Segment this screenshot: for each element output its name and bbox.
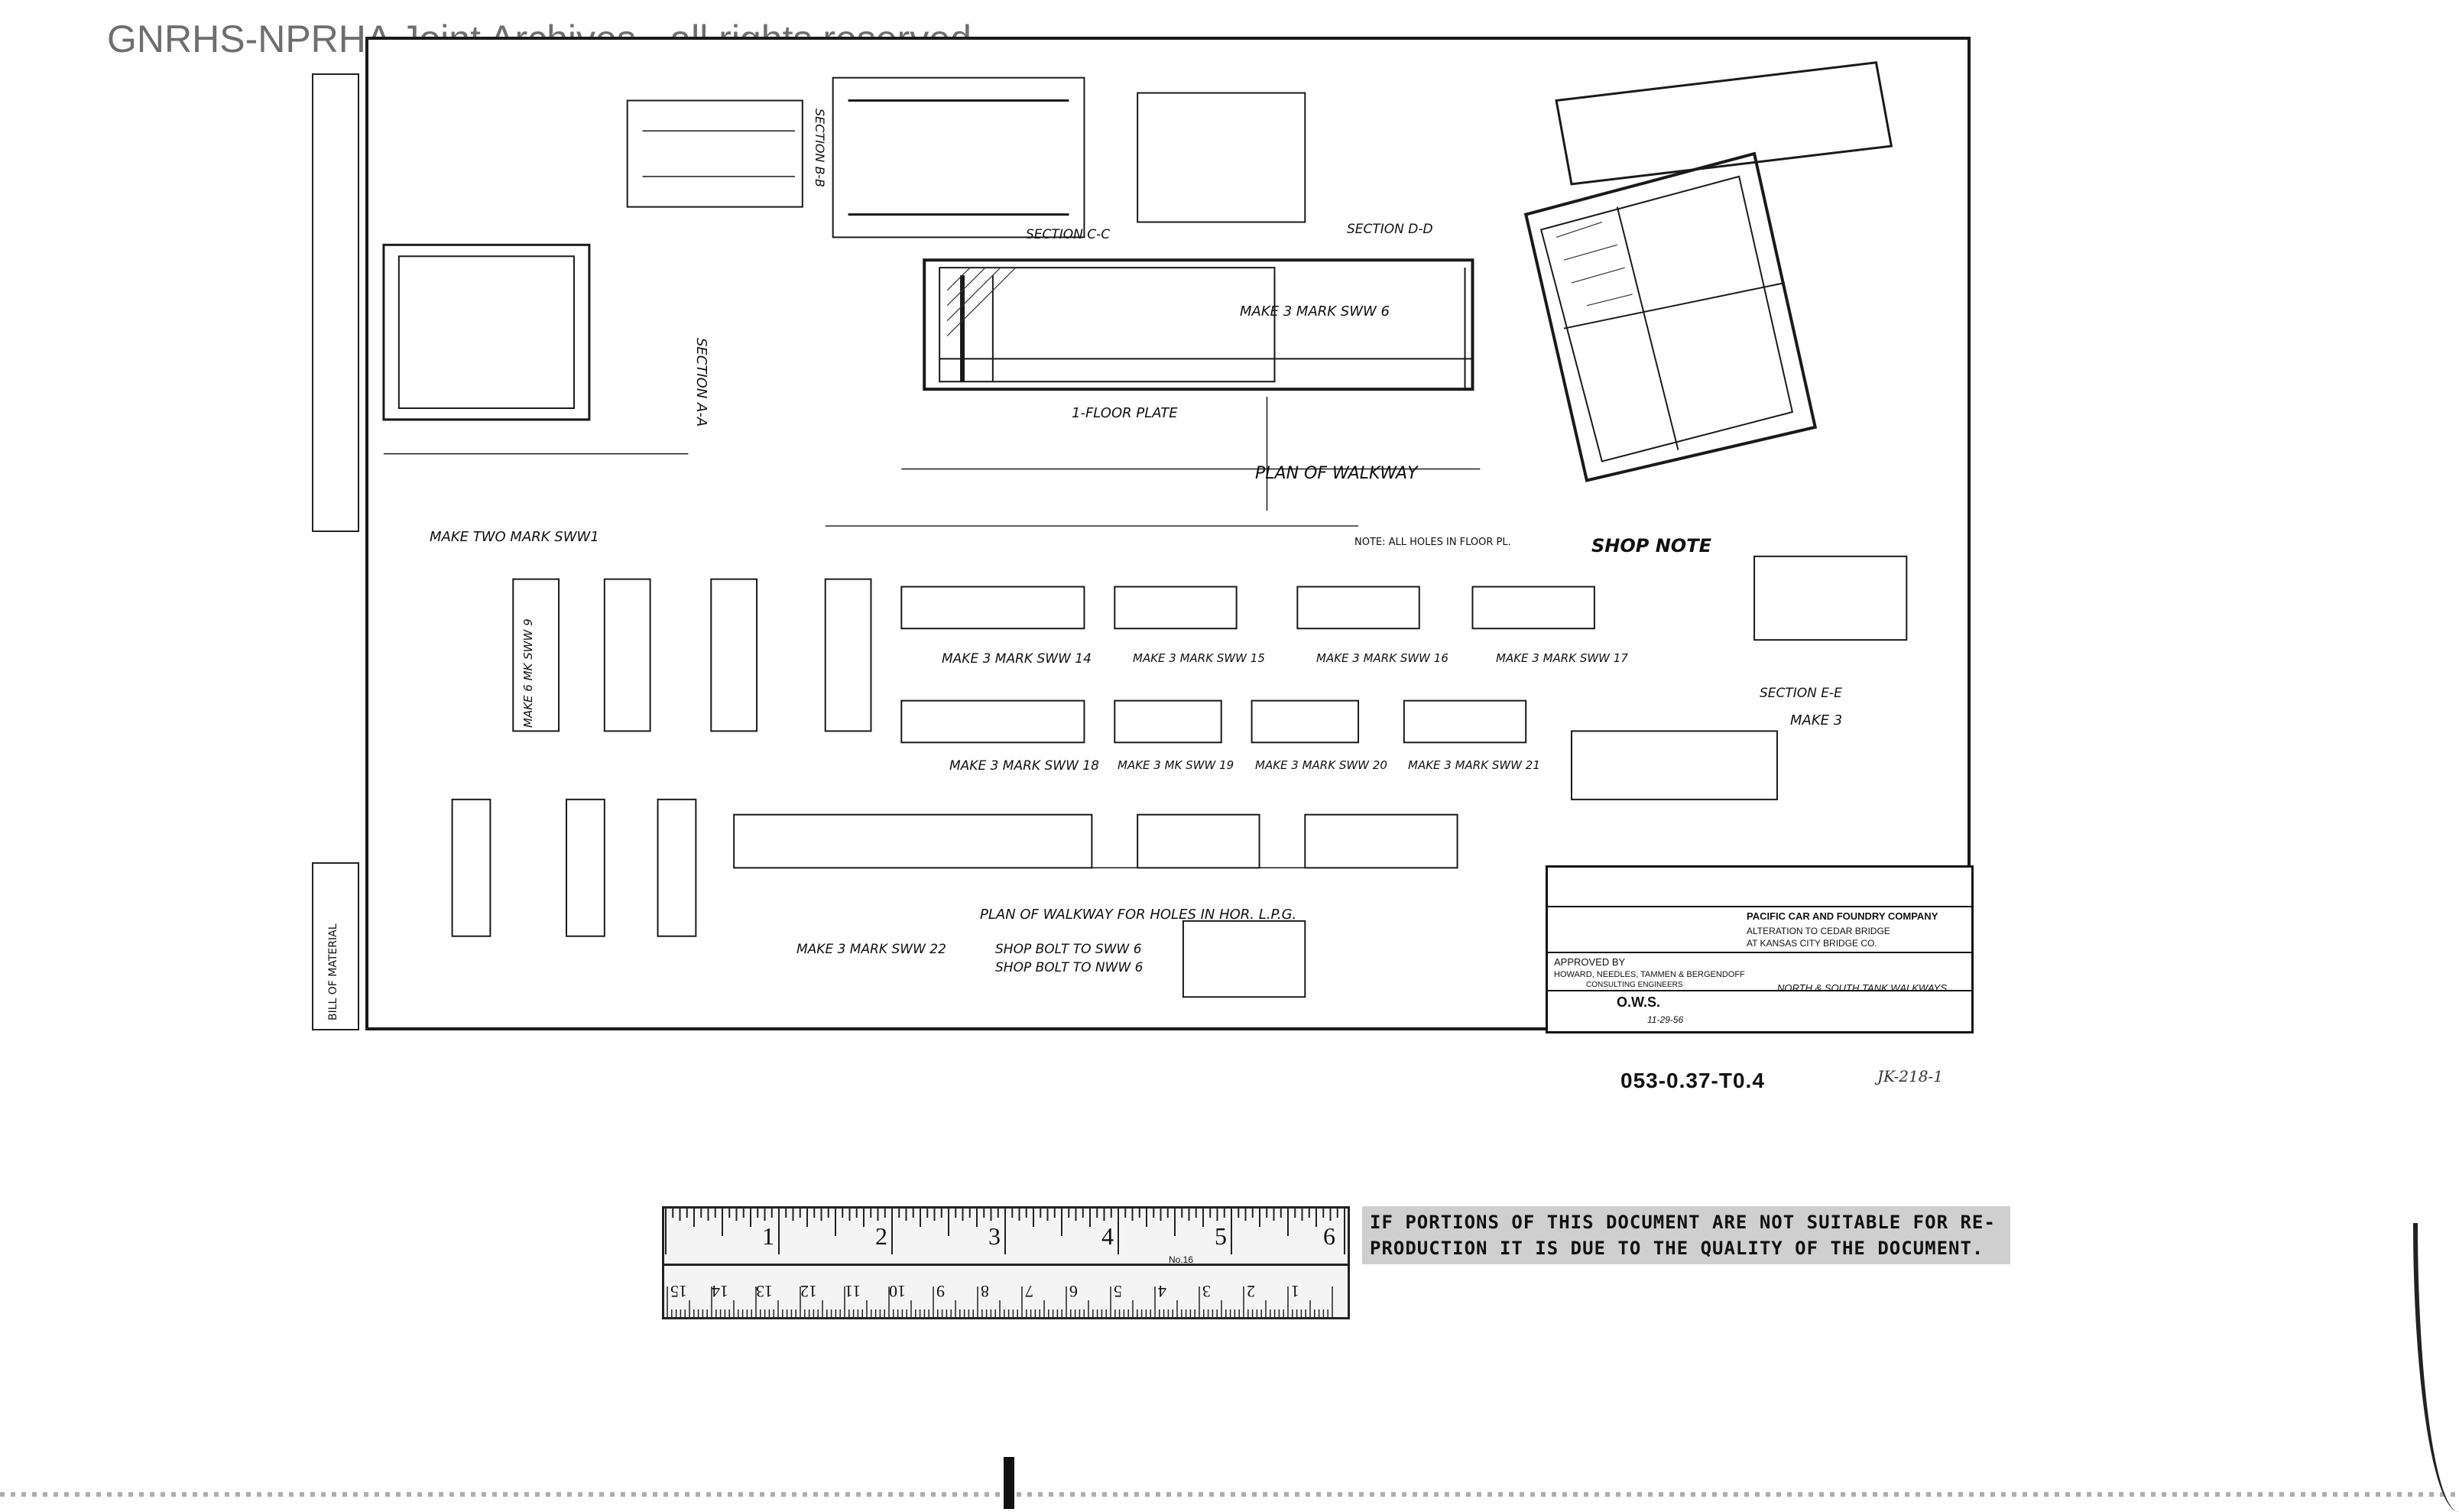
ruler-num-1: 1 [762, 1222, 774, 1250]
shop-bolt-2-label: SHOP BOLT TO NWW 6 [995, 960, 1144, 975]
title-line-2: AT KANSAS CITY BRIDGE CO. [1747, 938, 1877, 949]
title-date: 11-29-56 [1647, 1014, 1684, 1025]
ruler-cm-10: 10 [889, 1282, 906, 1301]
shop-note-label: SHOP NOTE [1591, 535, 1711, 556]
ruler-inch-scale: 1 2 3 4 5 6 [664, 1209, 1348, 1266]
ruler-num-4: 4 [1101, 1222, 1114, 1250]
floor-plate-label: 1-FLOOR PLATE [1072, 405, 1178, 421]
walkway-title: NORTH & SOUTH TANK WALKWAYS [1777, 982, 1947, 994]
make-3-label: MAKE 3 [1790, 712, 1843, 728]
make-sww20-label: MAKE 3 MARK SWW 20 [1255, 758, 1387, 772]
ruler-cm-5: 5 [1114, 1282, 1122, 1301]
page-curl-edge [2413, 1223, 2459, 1512]
section-d-label: SECTION D-D [1347, 222, 1433, 237]
notice-line-1: IF PORTIONS OF THIS DOCUMENT ARE NOT SUI… [1370, 1212, 1996, 1233]
approved-by: APPROVED BY [1554, 956, 1626, 968]
section-e-label: SECTION E-E [1760, 686, 1842, 701]
shop-bolt-label: SHOP BOLT TO SWW 6 [995, 942, 1142, 957]
ruler-cm-ticks [667, 1286, 1333, 1317]
ruler-cm-14: 14 [712, 1282, 728, 1301]
make-sww6-label: MAKE 3 MARK SWW 6 [1240, 303, 1390, 320]
reproduction-notice: IF PORTIONS OF THIS DOCUMENT ARE NOT SUI… [1362, 1206, 2010, 1264]
make-sww17-label: MAKE 3 MARK SWW 17 [1496, 651, 1628, 665]
ruler-cm-9: 9 [936, 1282, 945, 1301]
make-two-label: MAKE TWO MARK SWW1 [430, 529, 599, 545]
ruler-cm-3: 3 [1202, 1282, 1211, 1301]
ruler-num-3: 3 [988, 1222, 1001, 1250]
scan-artifact-line [0, 1492, 2459, 1497]
ruler-cm-12: 12 [800, 1282, 817, 1301]
title-block: PACIFIC CAR AND FOUNDRY COMPANY ALTERATI… [1546, 865, 1974, 1033]
ows-initials: O.W.S. [1617, 994, 1661, 1010]
bill-of-material-label: BILL OF MATERIAL [327, 923, 339, 1020]
ruler-cm-6: 6 [1069, 1282, 1078, 1301]
drawing-number: 053-0.37-T0.4 [1620, 1069, 1765, 1092]
ruler-inch-ticks [665, 1209, 1345, 1254]
engineers: HOWARD, NEEDLES, TAMMEN & BERGENDOFF [1554, 970, 1745, 979]
ruler-num-6: 6 [1323, 1222, 1335, 1250]
reference-number: JK-218-1 [1877, 1067, 1943, 1085]
ruler-cm-13: 13 [756, 1282, 773, 1301]
ruler-num-5: 5 [1215, 1222, 1227, 1250]
scale-ruler: 1 2 3 4 5 6 15 14 13 12 11 10 9 8 7 6 5 … [662, 1206, 1350, 1319]
ruler-cm-scale: 15 14 13 12 11 10 9 8 7 6 5 4 3 2 1 [664, 1266, 1348, 1317]
ruler-cm-7: 7 [1025, 1282, 1033, 1301]
bill-of-material-strip: BILL OF MATERIAL [312, 862, 359, 1030]
ruler-cm-15: 15 [670, 1282, 687, 1301]
make-sww16-label: MAKE 3 MARK SWW 16 [1316, 651, 1448, 665]
engineering-drawing [382, 61, 1908, 998]
ruler-maker-mark: No.16 [1169, 1254, 1194, 1265]
notice-line-2: PRODUCTION IT IS DUE TO THE QUALITY OF T… [1370, 1238, 1984, 1259]
drawing-sheet: PLAN OF WALKWAY 1-FLOOR PLATE SECTION A-… [365, 37, 1974, 1033]
make-sww18-label: MAKE 3 MARK SWW 18 [949, 758, 1099, 774]
make-sww22-label: MAKE 3 MARK SWW 22 [796, 942, 946, 957]
section-c-label: SECTION C-C [1026, 227, 1111, 242]
make-6-label: MAKE 6 MK SWW 9 [521, 618, 535, 728]
ruler-cm-11: 11 [845, 1282, 861, 1301]
section-a-label: SECTION A-A [693, 338, 709, 427]
plan-holes-label: PLAN OF WALKWAY FOR HOLES IN HOR. L.P.G. [980, 907, 1297, 923]
section-b-label: SECTION B-B [813, 109, 827, 188]
title-line-1: ALTERATION TO CEDAR BRIDGE [1747, 926, 1890, 936]
scan-registration-mark [1004, 1457, 1014, 1509]
make-sww14-label: MAKE 3 MARK SWW 14 [942, 651, 1092, 667]
ruler-cm-2: 2 [1247, 1282, 1255, 1301]
ruler-cm-1: 1 [1291, 1282, 1299, 1301]
note-label: NOTE: ALL HOLES IN FLOOR PL. [1354, 537, 1511, 548]
make-sww21-label: MAKE 3 MARK SWW 21 [1408, 758, 1540, 772]
ruler-num-2: 2 [875, 1222, 887, 1250]
ruler-cm-8: 8 [981, 1282, 989, 1301]
consulting-engineers: CONSULTING ENGINEERS [1586, 981, 1683, 989]
plan-of-walkway-label: PLAN OF WALKWAY [1255, 464, 1418, 483]
ruler-cm-4: 4 [1158, 1282, 1166, 1301]
make-sww15-label: MAKE 3 MARK SWW 15 [1133, 651, 1265, 665]
revision-strip [312, 73, 359, 532]
make-sww19-label: MAKE 3 MK SWW 19 [1118, 758, 1234, 772]
company-name: PACIFIC CAR AND FOUNDRY COMPANY [1747, 910, 1938, 922]
